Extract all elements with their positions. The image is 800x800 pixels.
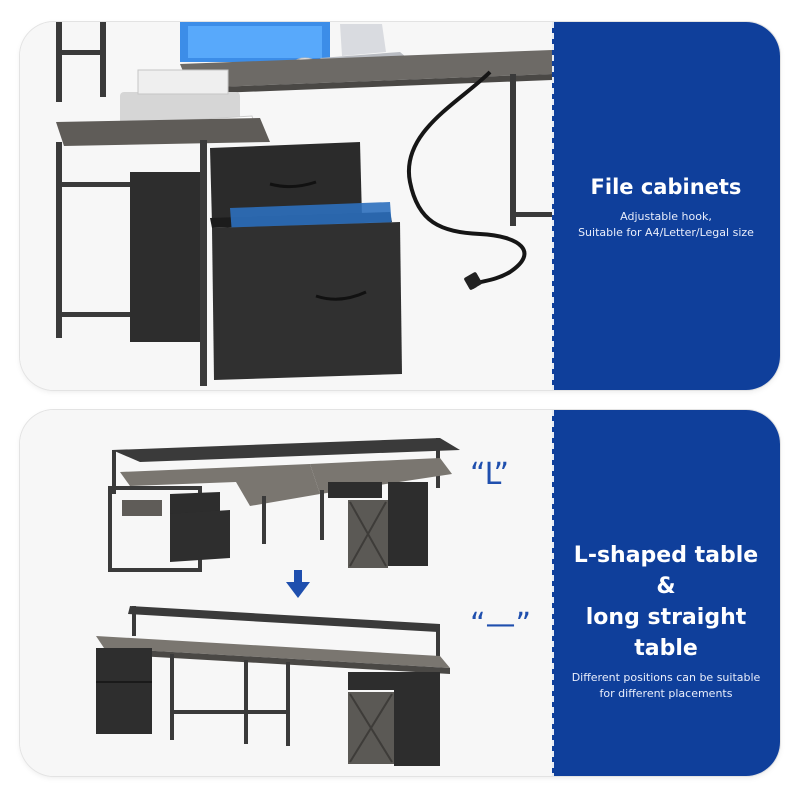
table-shapes-subtitle: Different positions can be suitable for …: [562, 670, 770, 702]
top-drawer: [210, 142, 362, 224]
laptop: [340, 24, 386, 56]
file-cabinets-card: File cabinets Adjustable hook, Suitable …: [20, 22, 780, 390]
table-shapes-text: L-shaped table & long straight table Dif…: [562, 540, 770, 702]
file-cabinets-title: File cabinets: [590, 175, 742, 199]
desk-top: [180, 50, 552, 88]
file-cabinets-subtitle-line-1: Adjustable hook,: [620, 210, 712, 223]
power-plug: [464, 272, 482, 290]
table-shapes-info-panel: L-shaped table & long straight table Dif…: [552, 410, 780, 776]
file-cabinets-info-panel: File cabinets Adjustable hook, Suitable …: [552, 22, 780, 390]
l-desk-top: [120, 464, 320, 506]
table-shapes-subtitle-line-1: Different positions can be suitable: [571, 671, 761, 684]
file-cabinet-illustration: [56, 22, 552, 386]
straight-desk-top: [96, 636, 450, 668]
file-cabinets-text: File cabinets Adjustable hook, Suitable …: [562, 172, 770, 241]
power-cord: [406, 70, 527, 290]
straight-label: “—”: [470, 607, 531, 642]
file-cabinets-subtitle: Adjustable hook, Suitable for A4/Letter/…: [562, 209, 770, 241]
l-shape-label: “L”: [470, 457, 509, 492]
file-drawer: [212, 222, 402, 380]
fabric-panel: [130, 172, 200, 342]
table-shapes-title-line-1: L-shaped table &: [573, 543, 759, 599]
table-shapes-card: “L”: [20, 410, 780, 776]
table-shapes-illustration: “L”: [96, 438, 531, 766]
file-cabinet-photo: [20, 22, 552, 390]
table-shapes-photo: “L”: [20, 410, 552, 776]
shelf-top: [56, 118, 270, 146]
l-shaped-desk: [108, 438, 460, 572]
dashed-divider: [552, 22, 554, 390]
table-shapes-subtitle-line-2: for different placements: [599, 687, 733, 700]
table-shapes-title-line-2: long straight table: [585, 605, 747, 661]
down-arrow-icon: [286, 570, 310, 598]
file-cabinets-subtitle-line-2: Suitable for A4/Letter/Legal size: [578, 226, 754, 239]
dashed-divider: [552, 410, 554, 776]
straight-desk: [96, 606, 450, 766]
